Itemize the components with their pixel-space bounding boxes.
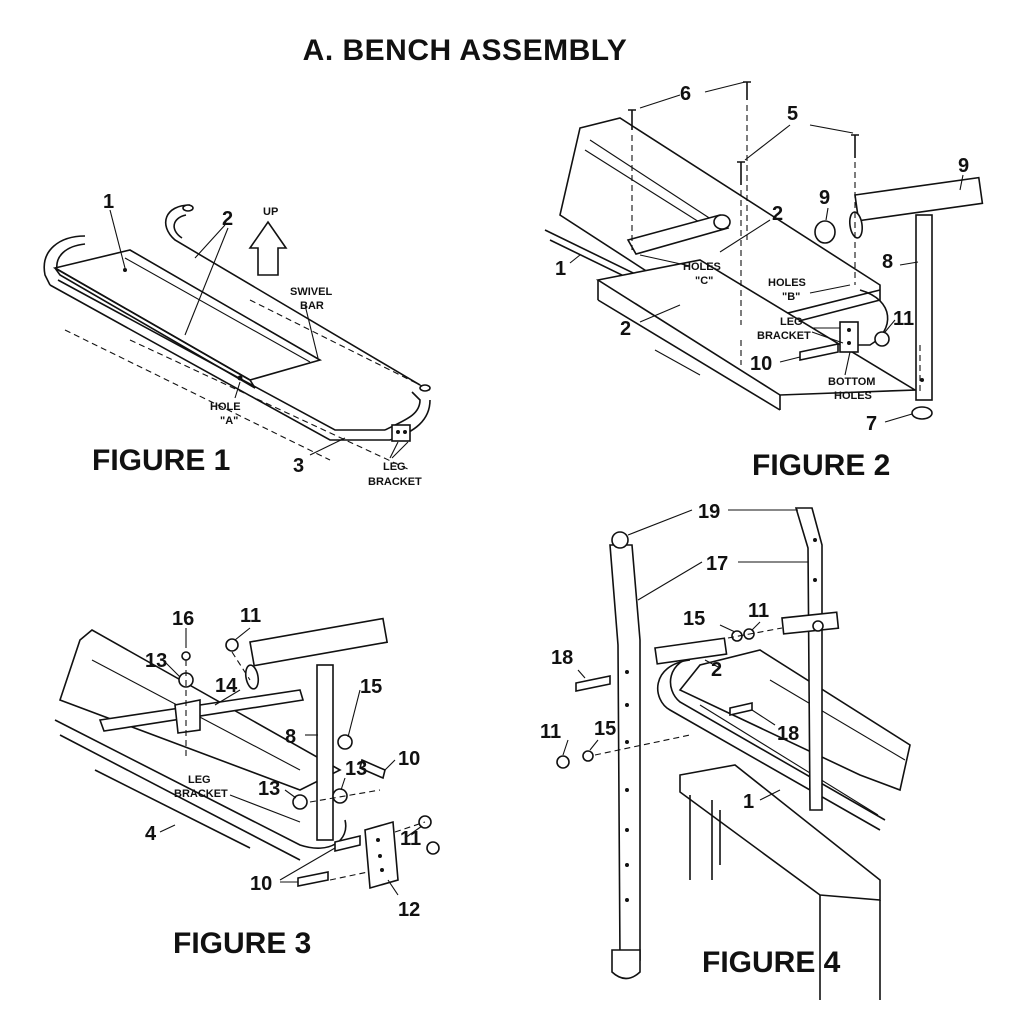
fig2-callout-6: 6	[680, 83, 691, 105]
page-title: A. BENCH ASSEMBLY	[303, 34, 628, 67]
fig2-holes-c-label-2: "C"	[695, 275, 713, 287]
fig1-leg-bracket-label-2: BRACKET	[368, 476, 422, 488]
fig3-callout-14: 14	[215, 675, 238, 697]
fig2-callout-2b: 2	[620, 318, 631, 340]
figure-2: 6 5 9 9 2 1 8 2 11 10 7 HOLES "C" HOLES …	[544, 81, 984, 482]
up-arrow-icon	[248, 220, 288, 276]
fig4-callout-11b: 11	[540, 721, 561, 743]
fig2-cap-icon	[814, 220, 836, 244]
fig4-callout-1: 1	[743, 791, 754, 813]
fig3-callout-4: 4	[145, 823, 157, 845]
fig4-callout-18b: 18	[777, 723, 799, 745]
fig3-callout-15: 15	[360, 676, 382, 698]
fig4-callout-15b: 15	[594, 718, 616, 740]
figure-2-caption: FIGURE 2	[752, 449, 890, 482]
fig3-callout-12: 12	[398, 899, 420, 921]
figure-4: 19 17 15 11 18 2 18 11 15 1 FIGURE 4	[540, 501, 911, 1000]
fig2-bottom-holes-label-1: BOTTOM	[828, 376, 875, 388]
fig4-callout-11a: 11	[748, 600, 769, 622]
fig1-up-label: UP	[263, 206, 278, 218]
fig3-leg-bracket-label-2: BRACKET	[174, 788, 228, 800]
figure-3: 16 11 13 14 15 8 10 13 13 4 11 10 12 LEG…	[54, 605, 440, 960]
fig3-callout-16: 16	[172, 608, 194, 630]
fig2-callout-10: 10	[750, 353, 772, 375]
fig3-callout-13b: 13	[258, 778, 280, 800]
fig2-holes-c-label-1: HOLES	[683, 261, 721, 273]
fig2-callout-2a: 2	[772, 203, 783, 225]
figure-1: 1 2 3 UP SWIVEL BAR HOLE "A" LEG BRACKET…	[43, 191, 431, 488]
fig1-callout-2: 2	[222, 208, 233, 230]
fig2-callout-1: 1	[555, 258, 566, 280]
fig1-callout-3: 3	[293, 455, 304, 477]
fig4-callout-18a: 18	[551, 647, 573, 669]
fig3-callout-13a: 13	[145, 650, 167, 672]
fig2-callout-9a: 9	[819, 187, 830, 209]
fig4-callout-17: 17	[706, 553, 728, 575]
fig3-callout-11a: 11	[240, 605, 261, 627]
fig1-hole-label-1: HOLE	[210, 401, 241, 413]
fig2-bottom-holes-label-2: HOLES	[834, 390, 872, 402]
fig3-leg-bracket-label-1: LEG	[188, 774, 211, 786]
fig4-callout-15a: 15	[683, 608, 705, 630]
fig2-holes-b-label-2: "B"	[782, 291, 800, 303]
fig2-callout-8: 8	[882, 251, 893, 273]
fig1-leg-bracket-label-1: LEG	[383, 461, 406, 473]
fig2-callout-5: 5	[787, 103, 798, 125]
fig3-callout-13c: 13	[345, 758, 367, 780]
figure-3-caption: FIGURE 3	[173, 927, 311, 960]
fig3-callout-8: 8	[285, 726, 296, 748]
fig3-callout-10b: 10	[250, 873, 272, 895]
figure-4-caption: FIGURE 4	[702, 946, 841, 979]
fig3-callout-10a: 10	[398, 748, 420, 770]
fig2-holes-b-label-1: HOLES	[768, 277, 806, 289]
fig3-callout-11b: 11	[400, 828, 421, 850]
fig1-hole-label-2: "A"	[220, 415, 238, 427]
fig2-callout-11: 11	[893, 308, 914, 330]
fig1-swivel-bar-label-1: SWIVEL	[290, 286, 332, 298]
fig2-leg-bracket-label-1: LEG	[780, 316, 803, 328]
figure-1-caption: FIGURE 1	[92, 444, 230, 477]
fig2-callout-7: 7	[866, 413, 877, 435]
fig2-leg-bracket-label-2: BRACKET	[757, 330, 811, 342]
fig2-callout-9b: 9	[958, 155, 969, 177]
fig4-callout-19: 19	[698, 501, 720, 523]
fig4-callout-2: 2	[711, 659, 722, 681]
fig1-swivel-bar-label-2: BAR	[300, 300, 324, 312]
fig1-callout-1: 1	[103, 191, 114, 213]
